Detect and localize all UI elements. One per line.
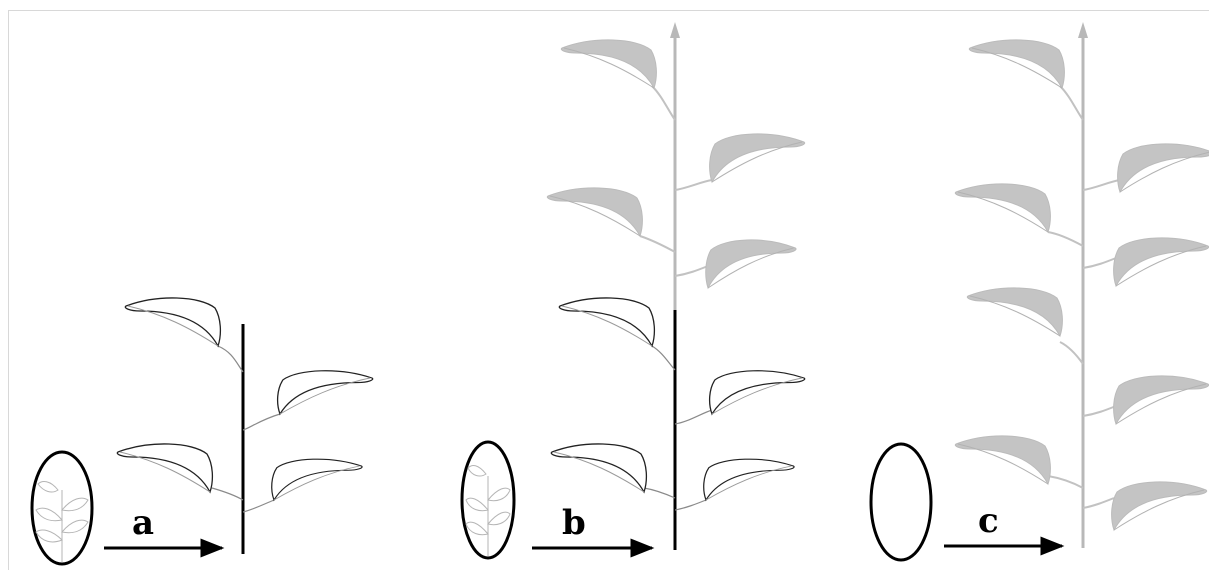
leaf-b-4	[674, 458, 795, 511]
panel-b: b	[460, 22, 806, 560]
leaf-b-3	[550, 443, 676, 499]
leaf-b-grey-3	[546, 187, 676, 253]
leaf-c-grey-5	[966, 287, 1084, 365]
stem-c-tip-arrow	[1078, 22, 1088, 38]
panel-a: a	[30, 297, 374, 566]
leaf-c-grey-6	[1082, 375, 1209, 425]
leaf-c-grey-3	[954, 183, 1084, 247]
panel-label-b: b	[562, 503, 586, 543]
leaf-c-grey-8	[1082, 481, 1208, 531]
leaf-c-grey-7	[954, 435, 1084, 489]
bud-inner-a	[35, 481, 89, 562]
leaf-c-grey-4	[1082, 237, 1209, 287]
leaf-b-2	[674, 370, 806, 425]
bud-ellipse-a	[30, 450, 94, 566]
figure-frame	[8, 10, 1209, 570]
leaf-a-2	[242, 370, 374, 431]
leaf-c-grey-1	[968, 39, 1084, 121]
leaf-b-grey-4	[674, 239, 797, 289]
leaf-a-1	[124, 297, 244, 373]
leaf-a-4	[242, 458, 363, 513]
stem-b-tip-arrow	[670, 22, 680, 38]
bud-ellipse-b	[460, 440, 516, 560]
bud-ellipse-c	[869, 442, 933, 562]
bud-inner-b	[465, 465, 511, 556]
leaf-b-1	[558, 297, 676, 371]
panel-c: c	[869, 22, 1209, 562]
leaf-c-grey-2	[1082, 143, 1209, 193]
panel-label-c: c	[978, 501, 999, 541]
leaf-b-grey-1	[560, 39, 676, 121]
leaf-a-3	[116, 443, 244, 501]
leaf-b-grey-2	[674, 133, 806, 191]
panel-label-a: a	[132, 503, 154, 543]
